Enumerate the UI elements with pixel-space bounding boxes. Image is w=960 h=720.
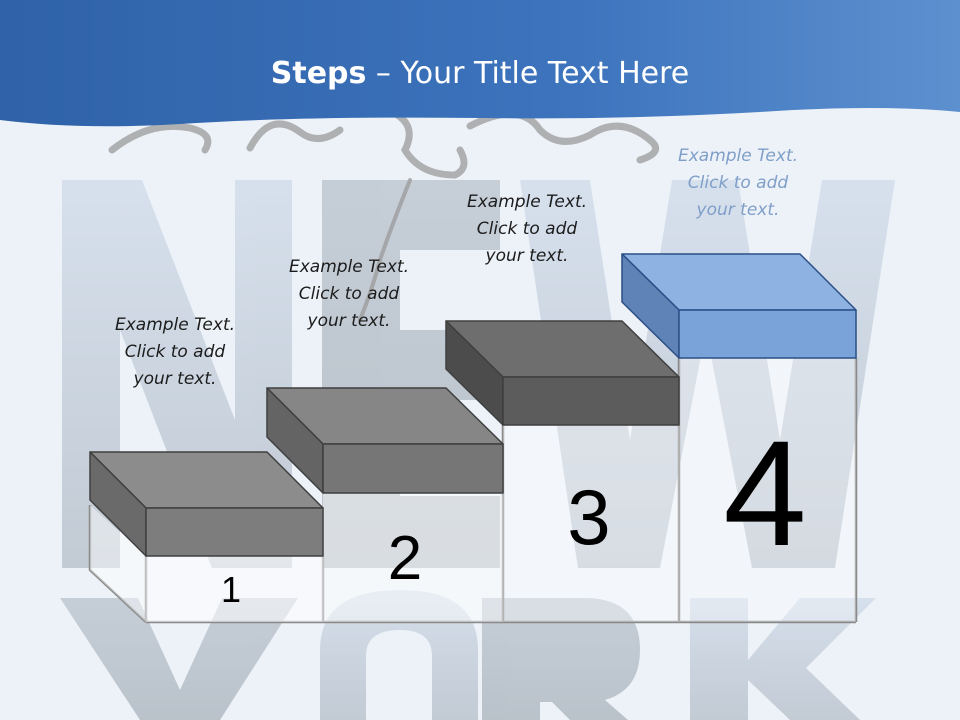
caption-line: your text. [307,311,391,331]
title-rest: – Your Title Text Here [366,56,690,91]
caption-line: Click to add [124,342,226,362]
caption-line: your text. [133,369,217,389]
step-3-number: 3 [567,473,611,561]
caption-line: Example Text. [114,315,236,335]
caption-line: Example Text. [288,257,410,277]
step-2-block-front [322,443,504,494]
step-blocks [89,253,857,557]
caption-line: Click to add [298,284,400,304]
title-bold: Steps [270,56,367,91]
caption-line: your text. [485,246,569,266]
caption-line: Click to add [476,219,578,239]
step-4-block-front [678,309,857,359]
caption-line: Click to add [687,173,789,193]
step-4-number: 4 [723,409,807,577]
caption-line: Example Text. [466,192,588,212]
caption-line: your text. [696,200,780,220]
step-1-caption[interactable]: Example Text. Click to add your text. [80,312,270,393]
step-3-caption[interactable]: Example Text. Click to add your text. [432,189,622,270]
slide-title[interactable]: Steps – Your Title Text Here [0,52,960,96]
step-1-block-front [145,507,324,557]
step-2-number: 2 [387,524,423,593]
caption-line: Example Text. [677,146,799,166]
steps-frame-fill [90,358,856,622]
step-4-caption[interactable]: Example Text. Click to add your text. [643,143,833,224]
step-2-caption[interactable]: Example Text. Click to add your text. [254,254,444,335]
header-band [0,0,960,127]
step-1-number: 1 [220,569,242,610]
step-3-block-front [502,376,680,426]
